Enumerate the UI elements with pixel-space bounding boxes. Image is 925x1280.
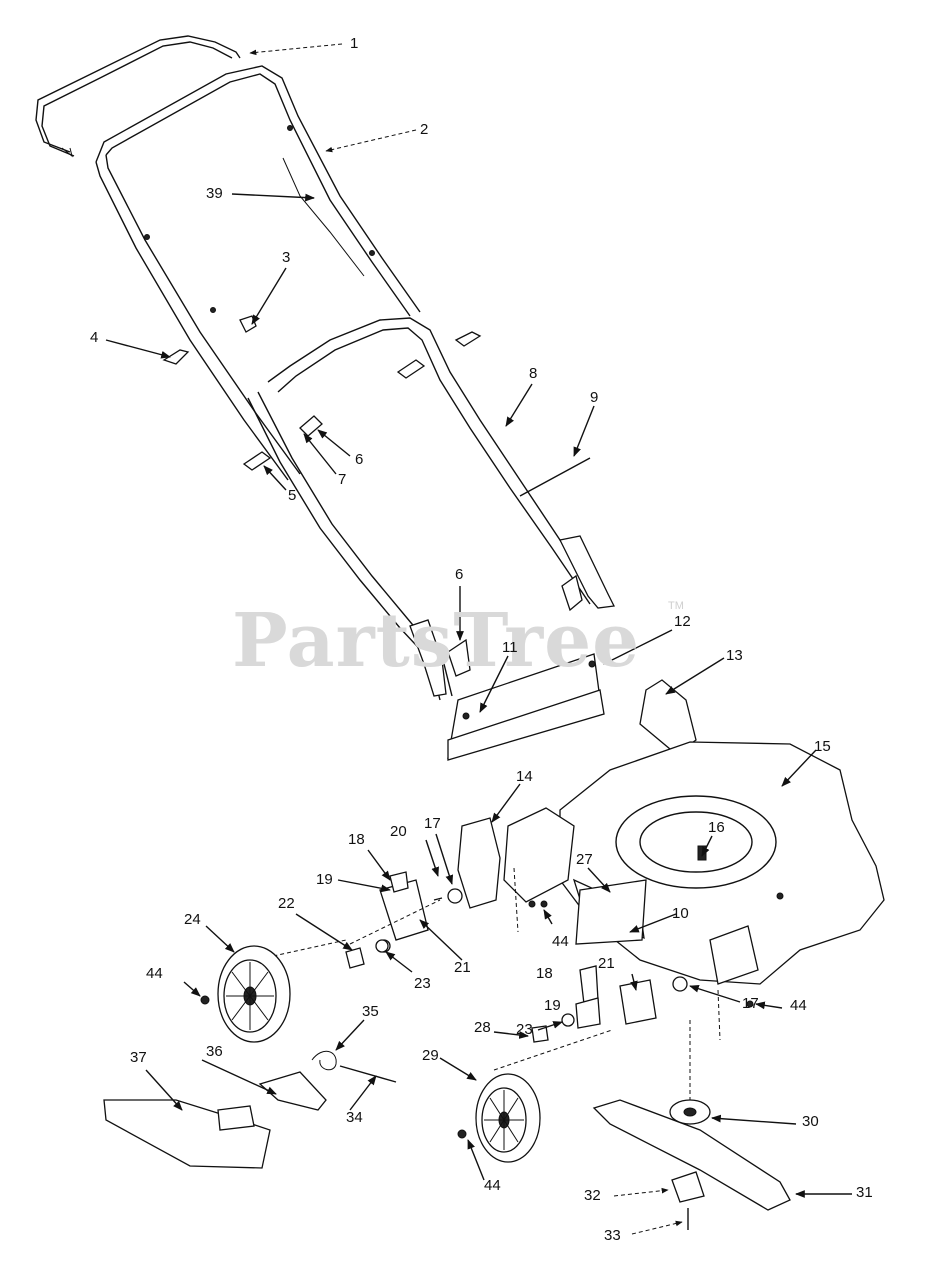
- lower-handle: [247, 317, 615, 701]
- callout-31: 31: [856, 1184, 873, 1201]
- front-wheel: [217, 945, 291, 1043]
- callout-4: 4: [90, 329, 99, 346]
- callout-9: 9: [590, 389, 599, 406]
- callout-1: 1: [350, 35, 359, 52]
- callout-44-deck-right: 44: [790, 997, 807, 1014]
- callout-8: 8: [529, 365, 538, 382]
- callout-32: 32: [584, 1187, 601, 1204]
- callout-37: 37: [130, 1049, 147, 1066]
- callout-20: 20: [390, 823, 407, 840]
- callout-6-upper: 6: [355, 451, 364, 468]
- callout-19-left: 19: [316, 871, 333, 888]
- callout-12: 12: [674, 613, 691, 630]
- right-height-adjuster: [493, 867, 754, 1100]
- callout-44-wheel-rear: 44: [484, 1177, 501, 1194]
- callout-35: 35: [362, 1003, 379, 1020]
- callout-44-wheel-left: 44: [146, 965, 163, 982]
- watermark: PartsTree: [232, 598, 641, 684]
- callout-3: 3: [282, 249, 291, 266]
- control-bail: [35, 35, 241, 158]
- callout-6-lower: 6: [455, 566, 464, 583]
- callout-21-right: 21: [598, 955, 615, 972]
- callout-19-right: 19: [544, 997, 561, 1014]
- callout-7: 7: [338, 471, 347, 488]
- upper-handle: [95, 65, 421, 481]
- rear-wheel: [475, 1073, 541, 1163]
- callout-13: 13: [726, 647, 743, 664]
- callout-17-left: 17: [424, 815, 441, 832]
- hardware: [162, 315, 583, 677]
- callout-16: 16: [708, 819, 725, 836]
- callout-11: 11: [502, 639, 518, 656]
- callout-23-right: 23: [516, 1021, 533, 1038]
- trademark-mark: TM: [668, 600, 684, 612]
- callout-30: 30: [802, 1113, 819, 1130]
- leader-lines: [105, 43, 852, 1235]
- cable: [282, 157, 365, 277]
- callout-29: 29: [422, 1047, 439, 1064]
- callout-39: 39: [206, 185, 223, 202]
- callout-18-right: 18: [536, 965, 553, 982]
- callout-18-left: 18: [348, 831, 365, 848]
- blade-assembly: [592, 1099, 791, 1230]
- callout-44-deck-left: 44: [552, 933, 569, 950]
- callout-14: 14: [516, 768, 533, 785]
- callout-5: 5: [288, 487, 297, 504]
- handle-rod: [519, 457, 591, 497]
- callout-22: 22: [278, 895, 295, 912]
- grass-deflector: [447, 653, 605, 761]
- axle-bolts: [200, 939, 467, 1139]
- callout-23-left: 23: [414, 975, 431, 992]
- callout-17-right: 17: [742, 995, 759, 1012]
- callout-36: 36: [206, 1043, 223, 1060]
- discharge-chute: [639, 679, 697, 755]
- callout-28: 28: [474, 1019, 491, 1036]
- callout-15: 15: [814, 738, 831, 755]
- callout-24: 24: [184, 911, 201, 928]
- left-height-adjuster: [245, 817, 501, 963]
- callout-34: 34: [346, 1109, 363, 1126]
- callout-10: 10: [672, 905, 689, 922]
- callout-27: 27: [576, 851, 593, 868]
- callout-2: 2: [420, 121, 429, 138]
- callout-33: 33: [604, 1227, 621, 1244]
- callout-21-left: 21: [454, 959, 471, 976]
- rear-flap-assembly: [103, 1050, 397, 1169]
